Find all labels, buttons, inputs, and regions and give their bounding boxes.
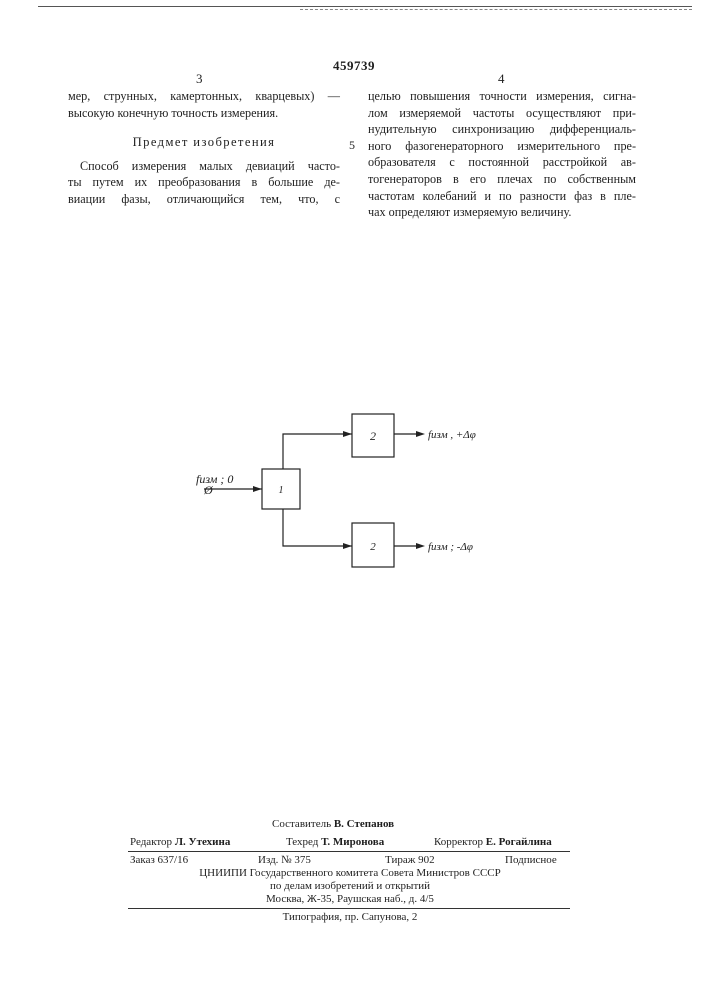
order-number: Заказ 637/16 <box>130 854 188 868</box>
footer-rule-bottom <box>128 908 570 909</box>
bottom-output-arrowhead <box>416 543 425 549</box>
corrector-line: Корректор Е. Рогайлина <box>434 836 552 850</box>
right-line-7: частотам колебаний и по разности фаз в п… <box>368 188 636 205</box>
right-column: целью повышения точности измерения, сигн… <box>368 88 636 221</box>
subscription-note: Подписное <box>505 854 557 868</box>
compiler-name: В. Степанов <box>334 818 394 830</box>
org-address: Москва, Ж-35, Раушская наб., д. 4/5 <box>130 893 570 907</box>
corrector-role: Корректор <box>434 836 483 848</box>
corrector-name: Е. Рогайлина <box>486 836 552 848</box>
techred-role: Техред <box>286 836 318 848</box>
top-output-label: fизм , +Δφ <box>428 429 476 441</box>
input-phase-label: Ø <box>203 483 214 497</box>
right-line-6: тогенераторов в его плечах по собственны… <box>368 171 636 188</box>
compiler-role: Составитель <box>272 818 331 830</box>
input-frequency-label: fизм ; 0 <box>196 472 233 486</box>
org-line-1: ЦНИИПИ Государственного комитета Совета … <box>130 867 570 881</box>
top-output-arrowhead <box>416 431 425 437</box>
left-column: мер, струнных, камертонных, кварцевых) —… <box>68 88 340 208</box>
top-branch-line <box>283 434 352 469</box>
footer-rule <box>128 851 570 852</box>
circulation: Тираж 902 <box>385 854 435 868</box>
techred-line: Техред Т. Миронова <box>286 836 384 850</box>
claim-line-1: Способ измерения малых девиаций часто- <box>68 158 340 175</box>
printing-house: Типография, пр. Сапунова, 2 <box>130 911 570 925</box>
right-line-8: чах определяют измеряемую величину. <box>368 204 636 221</box>
bottom-branch-arrowhead <box>343 543 352 549</box>
bottom-branch-line <box>283 509 352 546</box>
compiler-line: Составитель В. Степанов <box>272 818 394 832</box>
left-line-2: высокую конечную точность измерения. <box>68 105 340 122</box>
left-line-1: мер, струнных, камертонных, кварцевых) — <box>68 88 340 105</box>
input-arrowhead <box>253 486 262 492</box>
right-line-5: образователя с постоянной расстройкой ав… <box>368 154 636 171</box>
techred-name: Т. Миронова <box>321 836 384 848</box>
right-line-1: целью повышения точности измерения, сигн… <box>368 88 636 105</box>
org-line-2: по делам изобретений и открытий <box>130 880 570 894</box>
claim-heading: Предмет изобретения <box>68 134 340 151</box>
patent-number: 459739 <box>333 58 375 74</box>
editor-line: Редактор Л. Утехина <box>130 836 230 850</box>
block-2-bottom-label: 2 <box>370 541 376 553</box>
right-line-4: ного фазогенераторного измерительного пр… <box>368 138 636 155</box>
right-line-2: лом измеряемой частоты осуществляют при- <box>368 105 636 122</box>
top-rule <box>38 6 692 7</box>
block-1-label: 1 <box>279 485 284 496</box>
claim-line-2: ты путем их преобразования в большие де- <box>68 174 340 191</box>
bottom-output-label: fизм ; -Δφ <box>428 541 473 553</box>
claim-line-3: виации фазы, отличающийся тем, что, с <box>68 191 340 208</box>
block-diagram: 1 2 2 fизм ; 0 Ø fизм , +Δφ fизм ; -Δφ <box>190 400 520 590</box>
top-branch-arrowhead <box>343 431 352 437</box>
line-number-marker: 5 <box>349 138 355 153</box>
edition-number: Изд. № 375 <box>258 854 311 868</box>
top-rule-dashed <box>300 9 692 10</box>
editor-role: Редактор <box>130 836 172 848</box>
left-column-number: 3 <box>196 71 203 87</box>
block-2-top-label: 2 <box>370 429 376 443</box>
right-column-number: 4 <box>498 71 505 87</box>
editor-name: Л. Утехина <box>175 836 231 848</box>
right-line-3: нудительную синхронизацию дифференциаль- <box>368 121 636 138</box>
